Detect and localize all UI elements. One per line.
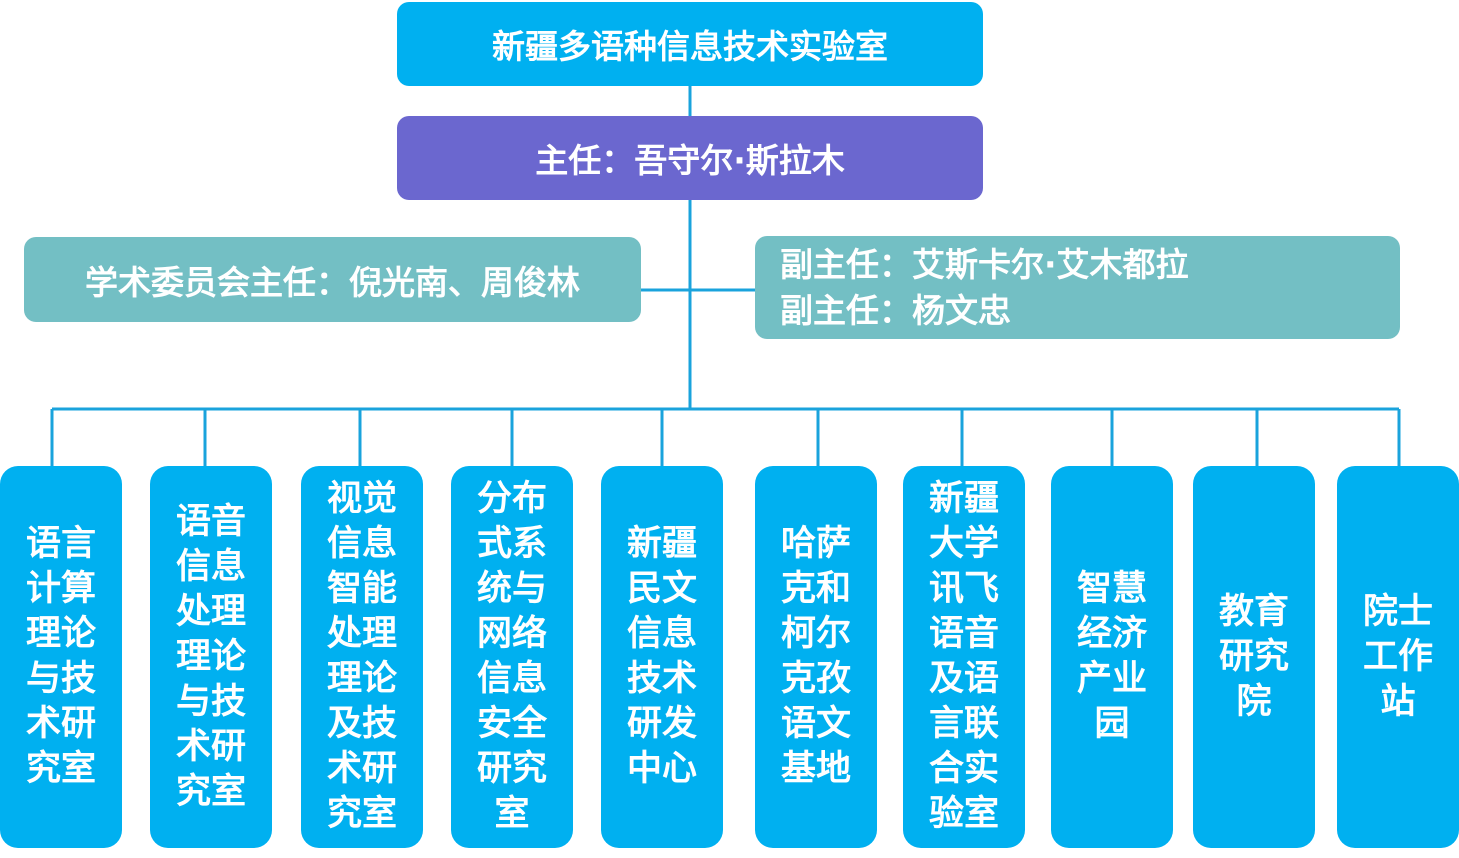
unit-label: 教育研究院: [1218, 591, 1289, 722]
unit-label: 院士工作站: [1362, 591, 1433, 722]
deputy-line-2: 副主任：杨文忠: [780, 290, 1011, 330]
unit-label: 新疆民文信息技术研发中心: [626, 524, 697, 789]
unit-box-4: 分布式系统与网络信息安全研究室: [451, 466, 573, 848]
unit-box-7: 新疆大学讯飞语音及语言联合实验室: [903, 466, 1025, 848]
committee-label: 学术委员会主任：倪光南、周俊林: [85, 262, 580, 302]
unit-box-8: 智慧经济产业园: [1051, 466, 1173, 848]
unit-label: 智慧经济产业园: [1076, 569, 1147, 744]
deputy-box: 副主任：艾斯卡尔·艾木都拉 副主任：杨文忠: [755, 236, 1400, 339]
lab-title-box: 新疆多语种信息技术实验室: [397, 2, 983, 86]
unit-box-1: 语言计算理论与技术研究室: [0, 466, 122, 848]
unit-label: 视觉信息智能处理理论及技术研究室: [326, 479, 397, 834]
unit-label: 新疆大学讯飞语音及语言联合实验室: [928, 479, 999, 834]
lab-title: 新疆多语种信息技术实验室: [492, 27, 888, 66]
unit-label: 哈萨克和柯尔克孜语文基地: [780, 524, 851, 789]
unit-label: 分布式系统与网络信息安全研究室: [476, 479, 547, 834]
director-label: 主任：吾守尔·斯拉木: [535, 141, 845, 180]
unit-label: 语音信息处理理论与技术研究室: [175, 501, 246, 812]
unit-box-5: 新疆民文信息技术研发中心: [601, 466, 723, 848]
committee-box: 学术委员会主任：倪光南、周俊林: [24, 237, 641, 322]
unit-label: 语言计算理论与技术研究室: [25, 524, 96, 789]
unit-box-10: 院士工作站: [1337, 466, 1459, 848]
deputy-line-1: 副主任：艾斯卡尔·艾木都拉: [780, 244, 1189, 284]
unit-box-9: 教育研究院: [1193, 466, 1315, 848]
director-box: 主任：吾守尔·斯拉木: [397, 116, 983, 200]
unit-box-6: 哈萨克和柯尔克孜语文基地: [755, 466, 877, 848]
unit-box-2: 语音信息处理理论与技术研究室: [150, 466, 272, 848]
unit-box-3: 视觉信息智能处理理论及技术研究室: [301, 466, 423, 848]
